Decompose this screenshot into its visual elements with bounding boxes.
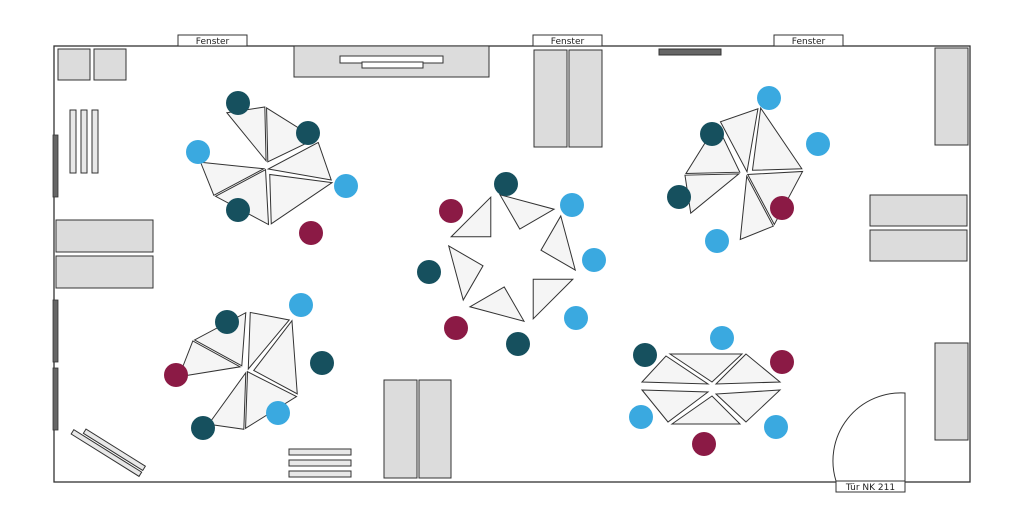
seats-center <box>417 172 606 356</box>
seat <box>633 343 657 367</box>
angled-slats <box>70 428 147 478</box>
cabinet-right-bottom <box>934 342 969 441</box>
seat <box>710 326 734 350</box>
cabinet-left-mid-1 <box>55 219 154 253</box>
seat <box>806 132 830 156</box>
seat <box>757 86 781 110</box>
seat <box>692 432 716 456</box>
window-right: Fenster <box>773 34 844 47</box>
wall-element-top <box>658 48 722 56</box>
seat <box>417 260 441 284</box>
cabinet-bottom-center-2 <box>418 379 452 479</box>
seat <box>226 198 250 222</box>
seat <box>700 122 724 146</box>
seat <box>266 401 290 425</box>
cabinet-right-mid-1 <box>869 194 968 227</box>
table-group-top-right <box>684 106 804 241</box>
window-left: Fenster <box>177 34 248 47</box>
cabinet-top-center-1 <box>533 49 568 148</box>
seat <box>299 221 323 245</box>
seat <box>770 350 794 374</box>
slats-left <box>69 109 99 174</box>
seat <box>289 293 313 317</box>
table-group-center <box>447 193 577 323</box>
window-right-label: Fenster <box>792 37 826 47</box>
seat <box>164 363 188 387</box>
door-swing <box>832 392 906 482</box>
cabinet-left-mid-2 <box>55 255 154 289</box>
seat <box>494 172 518 196</box>
door-label-box <box>835 480 906 493</box>
seat <box>764 415 788 439</box>
seat <box>439 199 463 223</box>
seat <box>582 248 606 272</box>
seat <box>770 196 794 220</box>
seats-bottom-left <box>164 293 334 440</box>
seat <box>705 229 729 253</box>
seat <box>334 174 358 198</box>
furniture <box>55 45 969 479</box>
slats-bottom <box>288 448 352 478</box>
seats-top-left <box>186 91 358 245</box>
seat <box>564 306 588 330</box>
window-center: Fenster <box>532 34 603 47</box>
seat <box>629 405 653 429</box>
seat <box>186 140 210 164</box>
table-group-bottom-right <box>640 353 782 425</box>
seats-bottom-right <box>629 326 794 456</box>
cabinet-bottom-center-1 <box>383 379 418 479</box>
cabinet-top-left-1 <box>57 48 91 81</box>
cabinet-top-center-2 <box>568 49 603 148</box>
door-label: Tür NK 211 <box>845 483 895 493</box>
seat <box>296 121 320 145</box>
seat <box>215 310 239 334</box>
window-left-label: Fenster <box>196 37 230 47</box>
table-group-top-left <box>199 106 334 226</box>
cabinet-right-top <box>934 47 969 146</box>
room-wall <box>53 45 971 483</box>
seat <box>310 351 334 375</box>
door: Tür NK 211 <box>832 392 906 493</box>
seat <box>506 332 530 356</box>
seat <box>560 193 584 217</box>
cabinet-right-mid-2 <box>869 229 968 262</box>
cabinet-top-left-2 <box>93 48 127 81</box>
window-center-label: Fenster <box>551 37 585 47</box>
board <box>339 55 444 69</box>
left-wall-elements <box>52 134 59 431</box>
seat <box>667 185 691 209</box>
seat <box>191 416 215 440</box>
seat <box>226 91 250 115</box>
seat <box>444 316 468 340</box>
seats-top-right <box>667 86 830 253</box>
